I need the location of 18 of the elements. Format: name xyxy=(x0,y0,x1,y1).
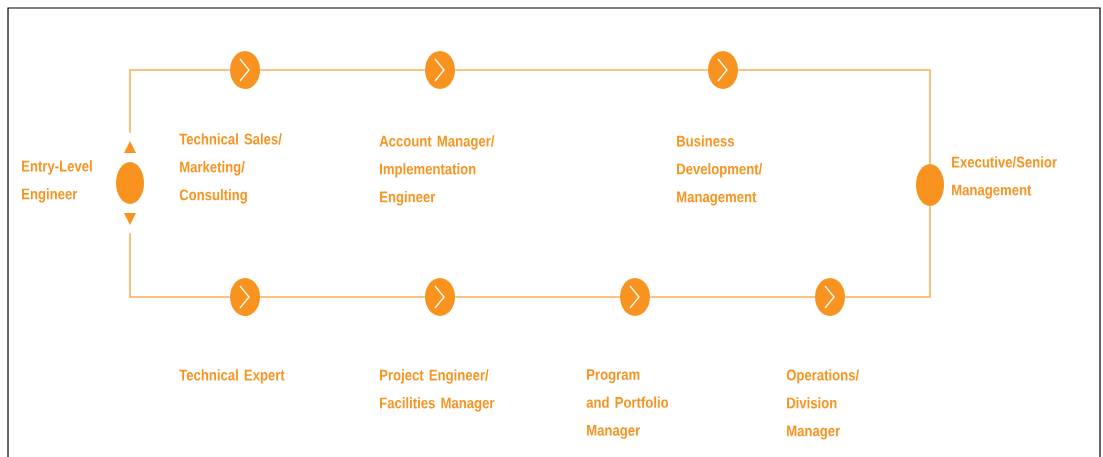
role-label: Operations/ Division Manager xyxy=(786,369,859,440)
role-label: Entry-Level Engineer xyxy=(22,160,92,203)
connector-line xyxy=(844,205,931,298)
connector-line xyxy=(259,69,426,71)
role-label: Project Engineer/ Facilities Manager xyxy=(380,369,495,412)
role-label: Program and Portfolio Manager xyxy=(586,369,669,439)
connector-line xyxy=(129,232,231,298)
connector-line xyxy=(737,69,931,165)
role-label: Technical Sales/ Marketing/ Consulting xyxy=(179,133,282,204)
role-label: Account Manager/ Implementation Engineer xyxy=(379,135,495,206)
role-label: Business Development/ Management xyxy=(677,135,763,206)
role-label: Executive/Senior Management xyxy=(952,156,1057,199)
connector-line xyxy=(454,69,709,71)
connector-line xyxy=(129,69,231,134)
role-label: Technical Expert xyxy=(179,369,285,384)
connector-line xyxy=(454,296,621,298)
connector-line xyxy=(259,296,426,298)
connector-line xyxy=(649,296,816,298)
